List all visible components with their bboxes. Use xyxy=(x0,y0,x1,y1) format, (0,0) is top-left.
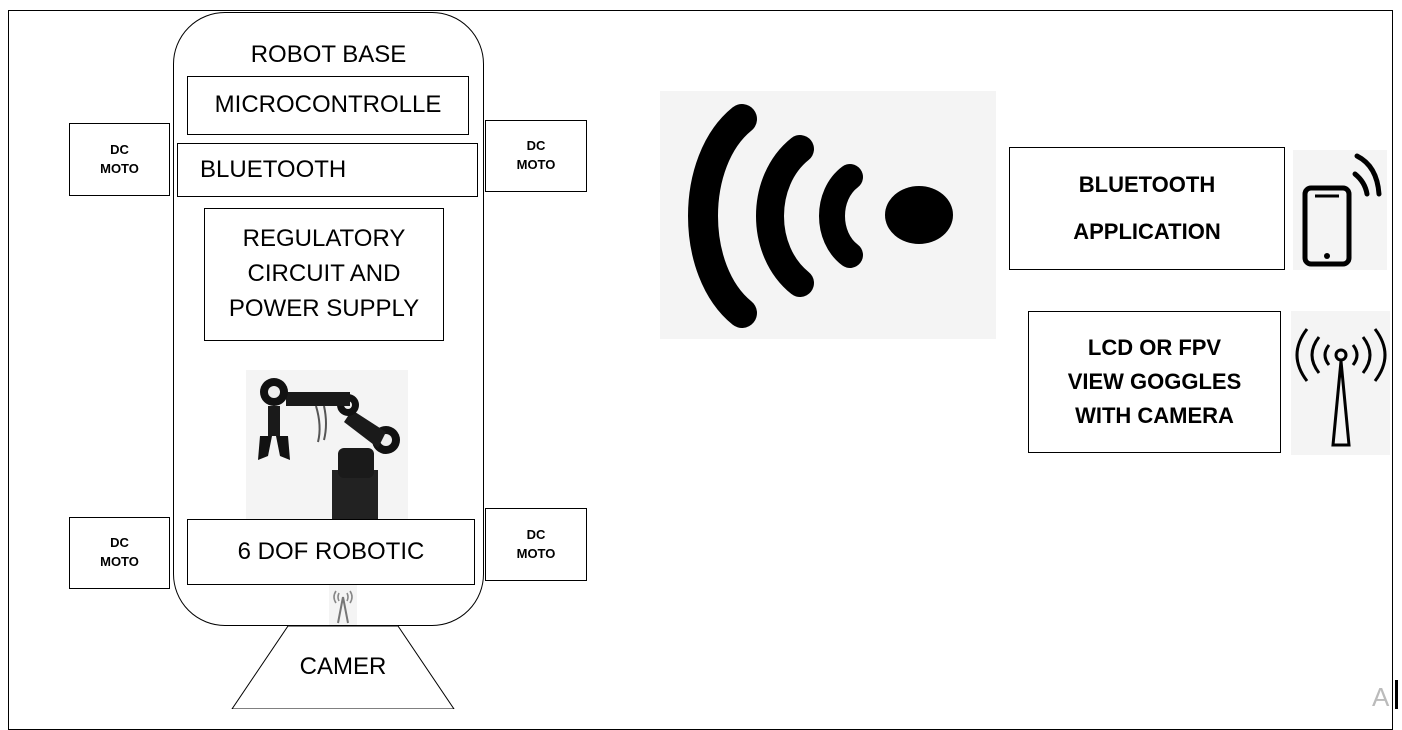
microcontroller-box: MICROCONTROLLE xyxy=(187,76,469,135)
dc-motor-top-left-line-2: MOTO xyxy=(100,160,139,176)
regulatory-line-2: CIRCUIT AND xyxy=(247,260,401,288)
bluetooth-module-label: BLUETOOTH xyxy=(200,155,347,183)
dc-motor-bottom-left-line-2: MOTO xyxy=(100,554,139,569)
lcd-line-2: VIEW GOGGLES xyxy=(1067,368,1242,394)
lcd-line-3: WITH CAMERA xyxy=(1075,403,1234,429)
bluetooth-app-line-2: APPLICATION xyxy=(1073,218,1221,244)
regulatory-power-box: REGULATORY CIRCUIT AND POWER SUPPLY xyxy=(204,208,444,341)
bluetooth-application-box: BLUETOOTH APPLICATION xyxy=(1009,147,1285,270)
dc-motor-bottom-left-line-1: DC xyxy=(110,535,129,551)
regulatory-line-1: REGULATORY xyxy=(242,225,406,253)
robotic-arm-icon xyxy=(246,370,408,520)
dc-motor-top-right: DC MOTO xyxy=(485,120,587,192)
dc-motor-top-right-line-1: DC xyxy=(526,138,546,154)
smartphone-icon xyxy=(1293,150,1387,270)
regulatory-line-3: POWER SUPPLY xyxy=(228,294,420,322)
robotic-arm-box: 6 DOF ROBOTIC xyxy=(187,519,475,585)
dc-motor-bottom-right: DC MOTO xyxy=(485,508,587,581)
dc-motor-bottom-left: DC MOTO xyxy=(69,517,170,589)
camera-trapezoid xyxy=(231,625,455,709)
dc-motor-top-left: DC MOTO xyxy=(69,123,170,196)
bluetooth-module-box: BLUETOOTH xyxy=(177,143,478,197)
lcd-line-1: LCD OR FPV xyxy=(1087,334,1222,360)
lcd-fpv-goggles-box: LCD OR FPV VIEW GOGGLES WITH CAMERA xyxy=(1028,311,1281,453)
dc-motor-top-left-line-1: DC xyxy=(110,141,129,157)
small-antenna-icon xyxy=(329,585,357,625)
wireless-signal-icon xyxy=(660,91,996,339)
antenna-tower-icon xyxy=(1291,311,1390,455)
robotic-arm-label: 6 DOF ROBOTIC xyxy=(237,537,425,565)
camera-label: CAMER xyxy=(299,653,387,680)
bluetooth-app-line-1: BLUETOOTH xyxy=(1078,172,1216,198)
edge-mark xyxy=(1395,680,1398,709)
dc-motor-bottom-right-line-2: MOTO xyxy=(516,545,556,561)
dc-motor-bottom-right-line-1: DC xyxy=(526,526,546,542)
robot-base-title: ROBOT BASE xyxy=(250,41,407,68)
corner-glyph: A xyxy=(1372,682,1390,712)
microcontroller-label: MICROCONTROLLE xyxy=(214,91,442,119)
dc-motor-top-right-line-2: MOTO xyxy=(516,157,556,172)
